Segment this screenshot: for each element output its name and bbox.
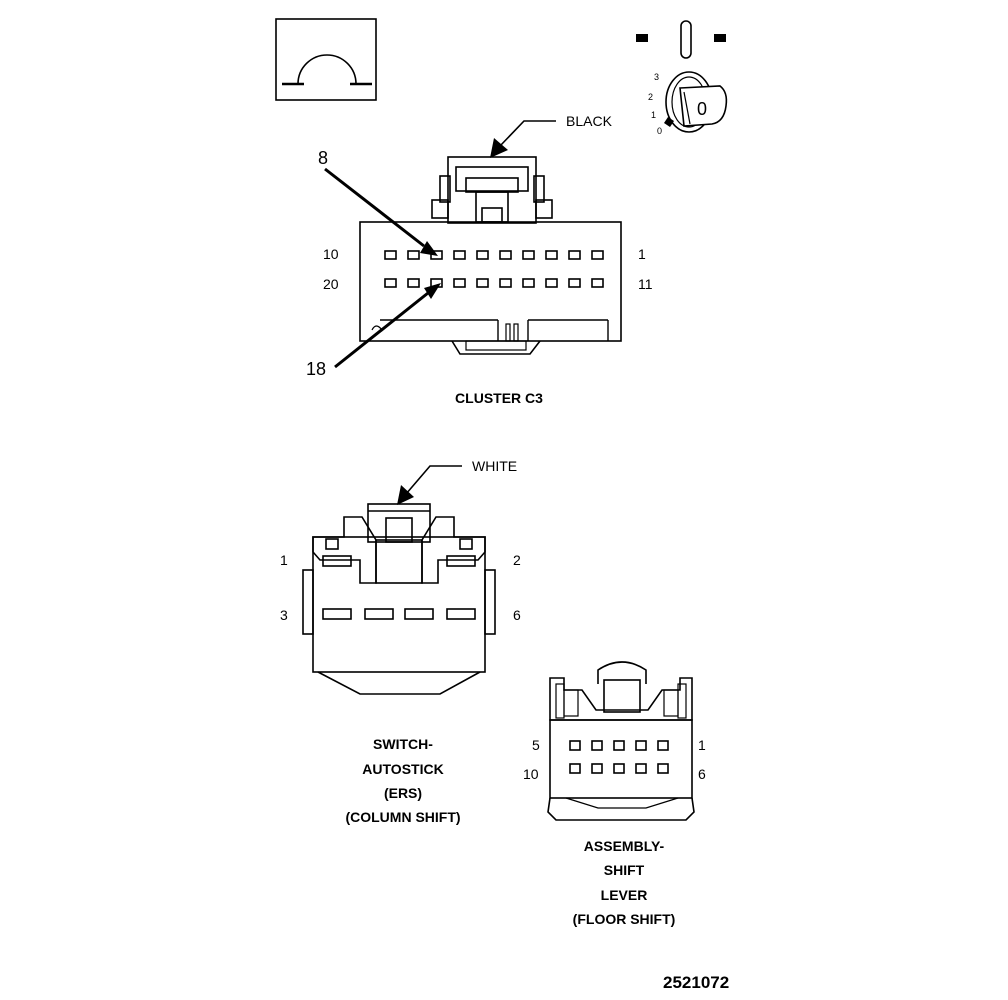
cluster-color-callout: BLACK bbox=[566, 113, 613, 129]
switch-title-line: SWITCH- bbox=[373, 736, 433, 752]
pin-callout-18: 18 bbox=[306, 359, 326, 379]
pin-label: 10 bbox=[523, 766, 539, 782]
pin-cavity bbox=[364, 608, 394, 620]
black-callout-leader bbox=[490, 120, 556, 158]
pin-label: 1 bbox=[698, 737, 706, 753]
assembly-title-line: (FLOOR SHIFT) bbox=[573, 911, 676, 927]
cluster-title: CLUSTER C3 bbox=[455, 390, 543, 406]
ignition-key-icon bbox=[636, 20, 728, 133]
pin-cavity bbox=[446, 555, 476, 567]
cluster-c3-connector bbox=[359, 156, 622, 355]
pin-label: 5 bbox=[532, 737, 540, 753]
switch-color-callout: WHITE bbox=[472, 458, 517, 474]
pin-label: 6 bbox=[513, 607, 521, 623]
row-label-left: 10 bbox=[323, 246, 339, 262]
assembly-title-line: LEVER bbox=[601, 887, 648, 903]
pin-label: 6 bbox=[698, 766, 706, 782]
pin-label: 1 bbox=[280, 552, 288, 568]
pin-cavity bbox=[322, 608, 352, 620]
key-position-label: 3 bbox=[654, 72, 659, 82]
pin-cavity bbox=[446, 608, 476, 620]
pin-label: 2 bbox=[513, 552, 521, 568]
key-position-label: 1 bbox=[651, 110, 656, 120]
key-face-label: 0 bbox=[697, 99, 707, 119]
row-label-right: 1 bbox=[638, 246, 646, 262]
shift-lever-connector bbox=[547, 661, 695, 821]
pin-8-arrow bbox=[324, 167, 438, 256]
row-label-left: 20 bbox=[323, 276, 339, 292]
pin-18-arrow bbox=[334, 283, 441, 369]
assembly-title-line: SHIFT bbox=[604, 862, 645, 878]
pin-row-top bbox=[384, 250, 604, 260]
pin-cavity bbox=[322, 555, 352, 567]
switch-title-line: AUTOSTICK bbox=[362, 761, 443, 777]
omega-ground-icon bbox=[275, 18, 377, 101]
key-position-label: 0 bbox=[657, 126, 662, 136]
key-position-label: 2 bbox=[648, 92, 653, 102]
switch-autostick-connector bbox=[302, 503, 496, 695]
switch-title-line: (ERS) bbox=[384, 785, 422, 801]
pin-callout-8: 8 bbox=[318, 148, 328, 168]
switch-title-line: (COLUMN SHIFT) bbox=[345, 809, 460, 825]
pin-label: 3 bbox=[280, 607, 288, 623]
figure-number: 2521072 bbox=[663, 973, 729, 992]
white-callout-leader bbox=[397, 465, 462, 505]
assembly-title-line: ASSEMBLY- bbox=[584, 838, 665, 854]
row-label-right: 11 bbox=[638, 276, 653, 292]
pin-row-bottom bbox=[384, 278, 604, 288]
pin-cavity bbox=[404, 608, 434, 620]
